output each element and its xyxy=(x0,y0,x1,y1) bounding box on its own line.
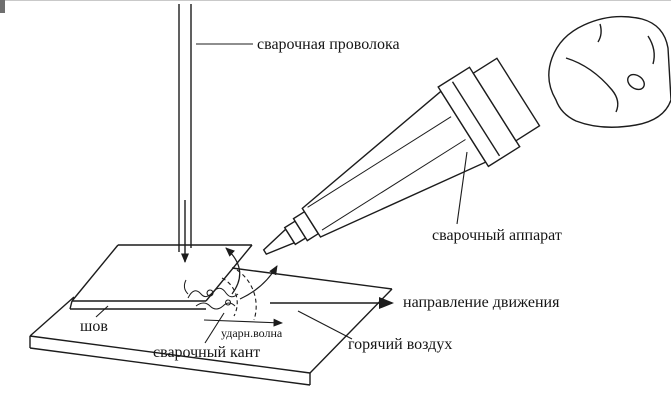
scan-corner-artifact xyxy=(0,0,5,13)
label-movement-direction: направление движения xyxy=(403,294,560,311)
leader-lines xyxy=(95,43,468,344)
welding-gun xyxy=(262,57,541,255)
shock-wave-marks xyxy=(203,269,283,327)
label-seam: шов xyxy=(80,318,108,335)
label-hot-air: горячий воздух xyxy=(348,336,453,353)
hand xyxy=(548,15,671,128)
gun-cap xyxy=(472,57,541,142)
upper-sheet xyxy=(69,244,253,310)
welding-wire xyxy=(178,4,192,263)
leader-hot-air xyxy=(297,310,353,340)
weld-pool xyxy=(183,279,239,310)
scan-edge-artifact xyxy=(0,0,671,1)
leader-seam xyxy=(95,305,109,318)
label-shock-wave: ударн.волна xyxy=(221,326,283,340)
leader-apparatus xyxy=(456,151,468,225)
label-weld-edge: сварочный кант xyxy=(153,344,261,361)
label-welding-apparatus: сварочный аппарат xyxy=(432,227,562,244)
label-welding-wire: сварочная проволока xyxy=(257,36,400,53)
hot-air-arrows xyxy=(225,247,278,300)
thumbnail xyxy=(627,73,645,91)
leader-weld-edge xyxy=(204,312,225,344)
